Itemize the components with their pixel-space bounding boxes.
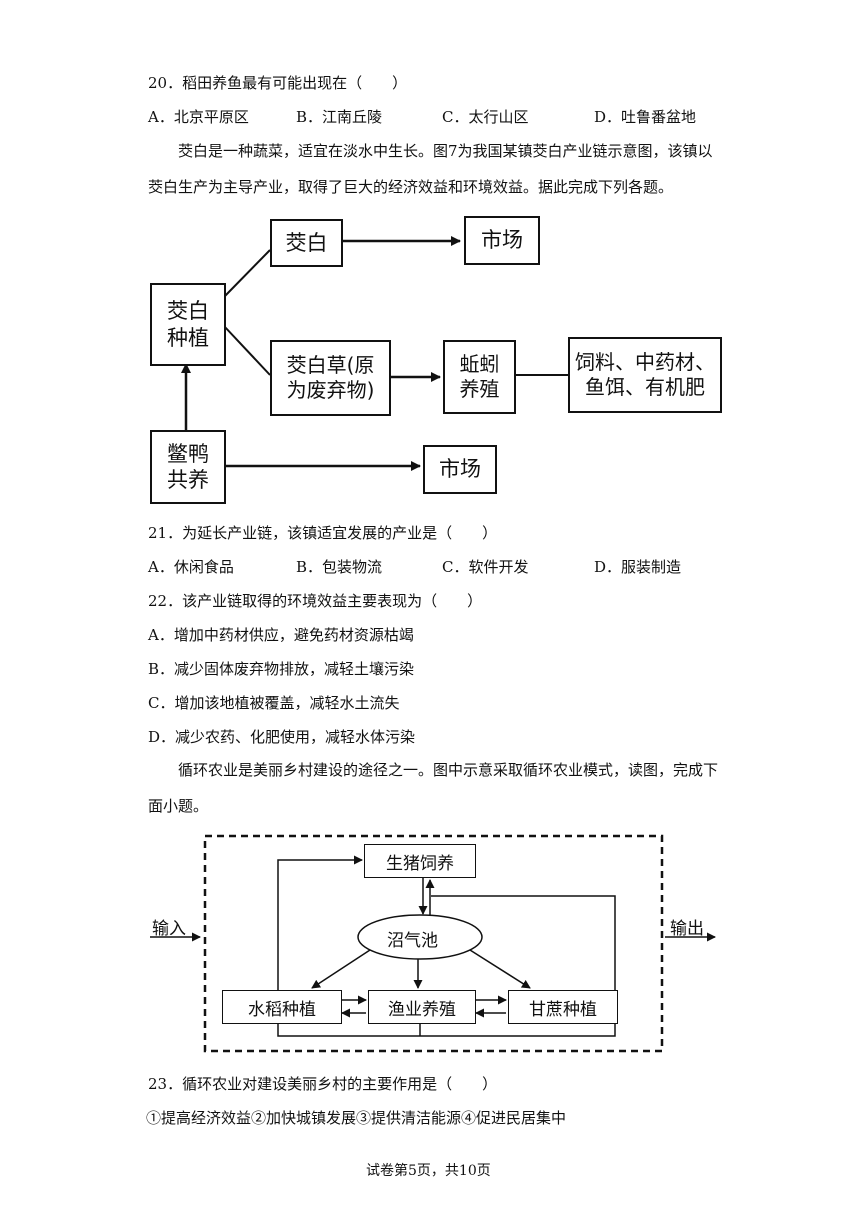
box-fish-farming: 渔业养殖 bbox=[368, 990, 476, 1024]
q21-stem: 21．为延长产业链，该镇适宜发展的产业是（ ） bbox=[148, 524, 498, 542]
q20-stem: 20．稻田养鱼最有可能出现在（ ） bbox=[148, 74, 408, 92]
box-rice-planting: 水稻种植 bbox=[222, 990, 342, 1024]
biogas-pit-label: 沼气池 bbox=[387, 931, 438, 951]
q21-option-d: D．服装制造 bbox=[594, 558, 682, 576]
box-pig-raising: 生猪饲养 bbox=[364, 844, 476, 878]
box-jiaobai: 茭白 bbox=[270, 219, 343, 267]
q22-stem: 22．该产业链取得的环境效益主要表现为（ ） bbox=[148, 592, 483, 610]
input-label: 输入 bbox=[152, 919, 186, 939]
q22-option-d: D．减少农药、化肥使用，减轻水体污染 bbox=[148, 728, 416, 746]
output-label: 输出 bbox=[670, 919, 704, 939]
q21-option-a: A．休闲食品 bbox=[148, 558, 234, 576]
q20-option-c: C．太行山区 bbox=[442, 108, 529, 126]
q22-option-c: C．增加该地植被覆盖，减轻水土流失 bbox=[148, 694, 400, 712]
box-products: 饲料、中药材、 鱼饵、有机肥 bbox=[568, 337, 722, 413]
box-market-1: 市场 bbox=[464, 216, 540, 265]
box-earthworm-farming: 蚯蚓 养殖 bbox=[443, 340, 516, 414]
q20-option-a: A．北京平原区 bbox=[148, 108, 249, 126]
box-jiaobai-planting: 茭白 种植 bbox=[150, 283, 226, 366]
box-market-2: 市场 bbox=[423, 445, 497, 494]
q20-option-b: B．江南丘陵 bbox=[296, 108, 383, 126]
q23-items: ①提高经济效益②加快城镇发展③提供清洁能源④促进民居集中 bbox=[146, 1109, 567, 1127]
q20-option-d: D．吐鲁番盆地 bbox=[594, 108, 697, 126]
page-footer: 试卷第5页，共10页 bbox=[366, 1163, 491, 1179]
q21-option-c: C．软件开发 bbox=[442, 558, 529, 576]
q22-option-a: A．增加中药材供应，避免药材资源枯竭 bbox=[148, 626, 414, 644]
q23-stem: 23．循环农业对建设美丽乡村的主要作用是（ ） bbox=[148, 1075, 498, 1093]
intro-paragraph-circular: 循环农业是美丽乡村建设的途径之一。图中示意采取循环农业模式，读图，完成下面小题。 bbox=[148, 761, 719, 815]
box-turtle-duck: 鳖鸭 共养 bbox=[150, 430, 226, 504]
box-sugarcane-planting: 甘蔗种植 bbox=[508, 990, 618, 1024]
intro-paragraph-jiaobai: 茭白是一种蔬菜，适宜在淡水中生长。图7为我国某镇茭白产业链示意图，该镇以茭白生产… bbox=[148, 142, 713, 196]
q22-option-b: B．减少固体废弃物排放，减轻土壤污染 bbox=[148, 660, 415, 678]
q21-option-b: B．包装物流 bbox=[296, 558, 383, 576]
box-jiaobai-grass: 茭白草(原 为废弃物) bbox=[270, 340, 391, 416]
